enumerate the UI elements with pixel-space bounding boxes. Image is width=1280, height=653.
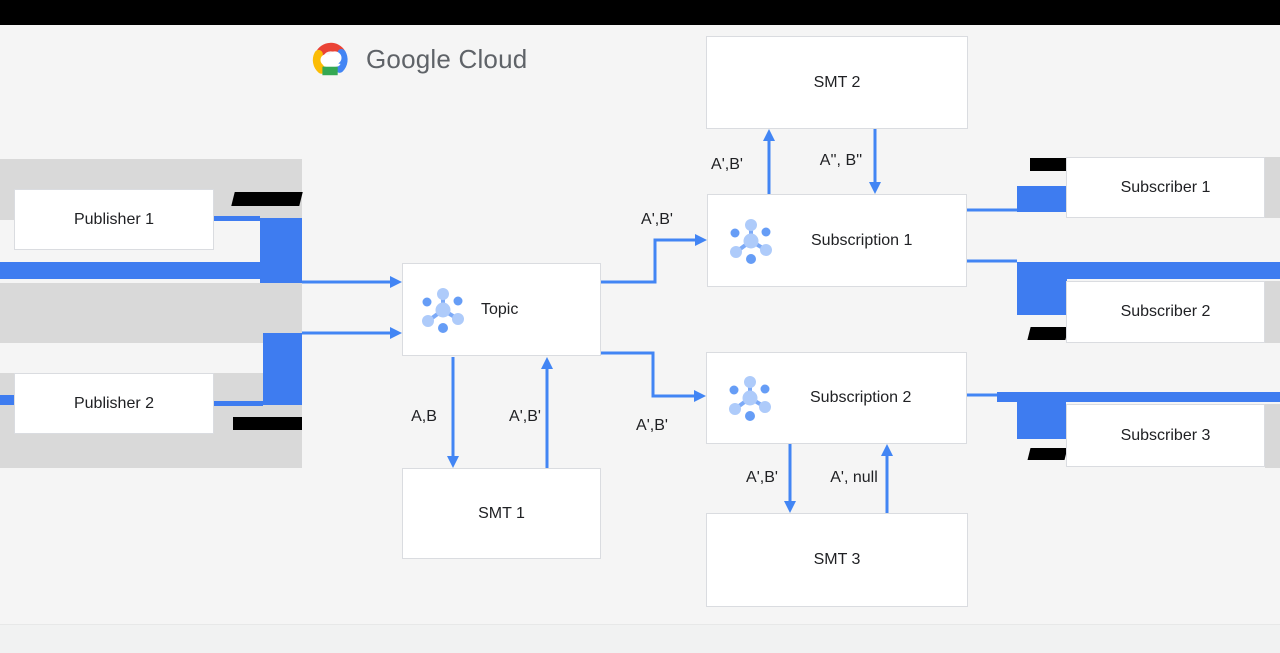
arrow-topic-to-subscription2 xyxy=(601,351,706,402)
smt1-node: SMT 1 xyxy=(402,468,601,559)
blue-block-right-3 xyxy=(1017,402,1066,439)
pubsub-topic-icon xyxy=(422,287,464,333)
blue-block-left-1 xyxy=(260,218,302,283)
subscriber1-node: Subscriber 1 xyxy=(1066,157,1265,218)
blue-block-right-2 xyxy=(1017,262,1067,315)
smt3-node: SMT 3 xyxy=(706,513,968,607)
black-redaction-left-2 xyxy=(233,417,302,430)
smt1-label: SMT 1 xyxy=(478,504,525,522)
black-redaction-right-2 xyxy=(1027,327,1069,340)
flow-label-topic-to-sub1: A',B' xyxy=(641,211,673,228)
flow-label-smt3-to-sub2: A', null xyxy=(830,469,878,486)
smt2-node: SMT 2 xyxy=(706,36,968,129)
subscriber3-node: Subscriber 3 xyxy=(1066,404,1265,467)
flow-label-topic-to-sub2: A',B' xyxy=(636,417,668,434)
arrow-topic-to-subscription1 xyxy=(601,234,707,284)
black-redaction-right-3 xyxy=(1027,448,1068,460)
flow-label-sub2-to-smt3: A',B' xyxy=(746,469,778,486)
subscription2-label: Subscription 2 xyxy=(810,389,912,406)
publisher2-node: Publisher 2 xyxy=(14,373,214,434)
blue-band-left-1 xyxy=(0,262,260,279)
topic-node: Topic xyxy=(402,263,601,356)
right-gray-strip-1 xyxy=(1265,157,1280,218)
publisher2-label: Publisher 2 xyxy=(73,394,155,412)
blue-block-left-2 xyxy=(263,333,302,405)
blue-band-right-3 xyxy=(997,392,1280,402)
google-cloud-logo-text: Google Cloud xyxy=(366,43,528,74)
blue-band-right-2 xyxy=(1067,262,1280,279)
flow-label-smt2-to-sub1: A'', B'' xyxy=(819,152,863,169)
subscriber3-label: Subscriber 3 xyxy=(1120,426,1211,444)
google-cloud-logo: Google Cloud xyxy=(310,40,527,78)
flow-label-topic-to-smt1: A,B xyxy=(411,408,437,425)
publisher2-blue-connector xyxy=(214,401,263,406)
topic-label: Topic xyxy=(481,300,519,318)
subscription2-node: Subscription 2 xyxy=(706,352,967,444)
flow-label-sub1-to-smt2: A',B' xyxy=(711,156,743,173)
subscription-icon xyxy=(729,376,771,421)
subscription-icon xyxy=(730,218,772,264)
publisher1-blue-connector xyxy=(214,216,260,221)
subscriber2-label: Subscriber 2 xyxy=(1120,303,1211,320)
left-gray-band-2 xyxy=(0,283,302,343)
right-gray-strip-3 xyxy=(1265,404,1280,468)
black-redaction-right-1 xyxy=(1030,158,1066,171)
bottom-strip xyxy=(0,624,1280,653)
flow-label-smt1-to-topic: A',B' xyxy=(509,408,541,425)
smt3-label: SMT 3 xyxy=(813,551,861,568)
blue-band-left-2 xyxy=(0,395,14,405)
subscription1-node: Subscription 1 xyxy=(707,194,967,287)
subscription1-label: Subscription 1 xyxy=(811,231,913,249)
smt2-label: SMT 2 xyxy=(813,73,861,91)
google-cloud-logo-icon xyxy=(312,42,348,76)
publisher1-node: Publisher 1 xyxy=(14,189,214,250)
subscriber1-label: Subscriber 1 xyxy=(1120,178,1211,196)
blue-block-right-1 xyxy=(1017,186,1066,212)
subscriber2-node: Subscriber 2 xyxy=(1066,281,1265,343)
top-black-bar xyxy=(0,0,1280,25)
right-gray-strip-2 xyxy=(1265,281,1280,343)
black-redaction-left-1 xyxy=(231,192,303,206)
publisher1-label: Publisher 1 xyxy=(73,210,155,228)
